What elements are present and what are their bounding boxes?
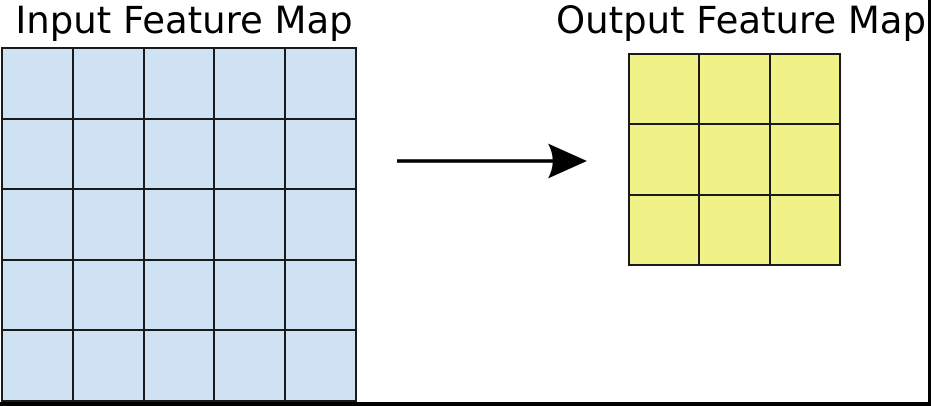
input-map-cell: [73, 49, 143, 118]
input-map-cell: [215, 190, 285, 259]
input-map-cell: [3, 49, 72, 118]
input-map-cell: [215, 119, 285, 189]
input-map-cell: [144, 331, 214, 400]
input-map-cell: [286, 190, 355, 259]
input-map-cell: [144, 190, 214, 259]
input-map-cell: [286, 49, 355, 118]
output-map-cell: [630, 125, 699, 194]
input-map-cell: [3, 331, 72, 400]
figure-border-bottom: [0, 402, 931, 406]
input-map-cell: [286, 260, 355, 330]
output-map-cell: [630, 195, 699, 264]
input-map-cell: [3, 119, 72, 189]
input-map-cell: [144, 49, 214, 118]
figure-border-right: [928, 0, 931, 406]
input-map-cell: [286, 331, 355, 400]
transform-arrow-icon: [397, 143, 587, 179]
input-map-title: Input Feature Map: [15, 0, 353, 42]
input-map-cell: [73, 190, 143, 259]
output-map-cell: [700, 55, 769, 124]
input-map-cell: [73, 119, 143, 189]
output-map-title: Output Feature Map: [556, 0, 926, 42]
input-map-cell: [144, 260, 214, 330]
output-feature-map-grid: [628, 53, 841, 266]
output-map-cell: [770, 55, 839, 124]
output-map-cell: [700, 125, 769, 194]
output-map-cell: [770, 125, 839, 194]
output-map-cell: [630, 55, 699, 124]
output-map-cell: [700, 195, 769, 264]
input-map-cell: [215, 260, 285, 330]
input-feature-map-grid: [1, 47, 357, 402]
input-map-cell: [215, 49, 285, 118]
input-map-cell: [144, 119, 214, 189]
input-map-cell: [3, 260, 72, 330]
input-map-cell: [73, 331, 143, 400]
output-map-cell: [770, 195, 839, 264]
input-map-cell: [73, 260, 143, 330]
input-map-cell: [215, 331, 285, 400]
input-map-cell: [3, 190, 72, 259]
input-map-cell: [286, 119, 355, 189]
